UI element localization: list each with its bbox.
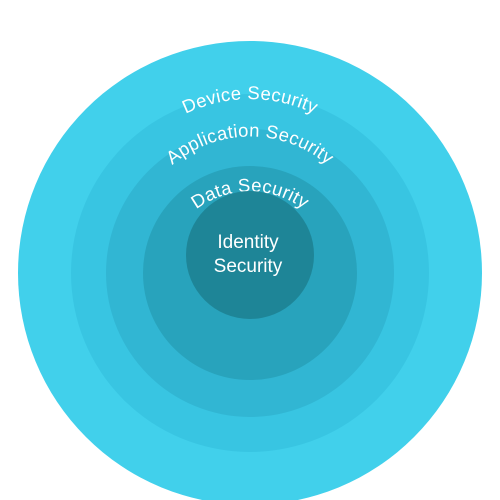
identity-security-label-line-2: Security <box>214 256 283 277</box>
identity-security-label-line-1: Identity <box>217 232 279 253</box>
identity-security-core: Identity Security <box>186 191 314 319</box>
identity-security-circle <box>186 191 314 319</box>
